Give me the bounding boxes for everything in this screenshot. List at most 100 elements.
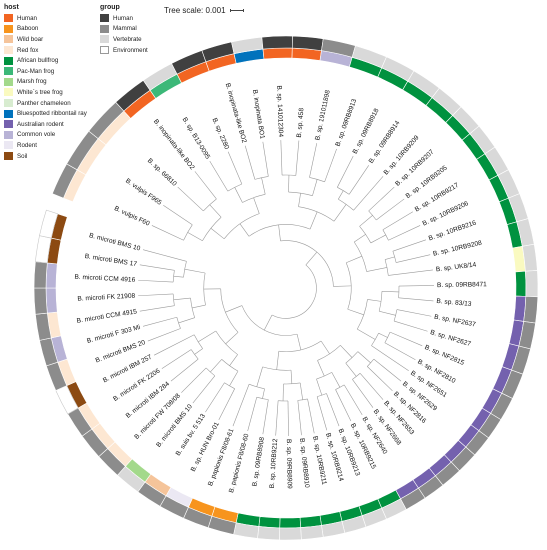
tip-label: B. microti FW 708/08 [133,392,182,441]
branch-arc [280,240,334,287]
tip-label: B. sp. 10RB9211 [311,436,327,486]
branch-segment [290,370,293,384]
branch-segment [187,232,203,241]
host-legend-swatch [4,14,13,23]
branch-segment [384,256,395,260]
branch-segment [312,179,318,196]
branch-segment [173,275,184,278]
branch-segment [382,211,414,231]
host-legend-label: Soil [17,152,28,160]
branch-segment [348,165,370,195]
branch-segment [142,249,187,262]
group-legend-label: Human [113,14,133,22]
branch-arc [172,270,175,283]
host-legend-item: Baboon [4,24,87,35]
host-ring-cell [262,47,293,60]
annotation-rings [33,35,539,541]
branch-arc [337,187,350,195]
branch-segment [178,317,195,324]
branch-segment [139,264,175,271]
group-legend-swatch [100,35,109,44]
tip-label: B. sp. 191011898 [314,89,332,141]
host-legend-swatch [4,88,13,97]
branch-segment [388,225,421,241]
branch-segment [280,140,283,176]
branch-segment [194,171,217,200]
tip-label: B. sp. 2280 [211,117,231,151]
group-legend-title: group [100,4,120,11]
branch-segment [210,359,222,373]
group-legend-swatch [100,14,109,23]
branch-arc [338,198,354,211]
branch-arc [202,216,222,241]
host-legend-label: Panther chameleon [17,99,71,107]
branch-arc [345,262,352,310]
branch-segment [359,215,373,227]
branch-segment [142,316,177,327]
host-legend-swatch [4,152,13,161]
branch-segment [305,251,318,266]
tip-label: B. sp. 141012304 [275,85,284,137]
branch-segment [210,228,225,240]
branch-segment [367,366,393,392]
tree-scale-bar [229,9,244,12]
host-legend-label: Bluespotted ribbontail ray [17,110,87,118]
host-legend-label: White´s tree frog [17,88,63,96]
branch-arc [297,398,308,401]
branch-segment [234,187,243,203]
tip-label: B. sp. 10RB9208 [432,240,482,258]
branch-segment [368,186,395,212]
branch-arc [256,396,269,400]
host-legend-label: Wild boar [17,35,44,43]
host-legend-swatch [4,130,13,139]
branch-segment [352,379,374,408]
host-legend-label: Baboon [17,25,39,33]
branch-arc [271,264,317,319]
host-legend-item: Marsh frog [4,77,87,88]
tip-label: B. sp. NF2637 [434,314,477,329]
branch-segment [192,304,206,309]
branch-segment [307,398,315,434]
branch-arc [227,183,242,192]
host-legend-item: Human [4,13,87,24]
group-legend-swatch [100,46,109,55]
branch-arc [241,305,298,336]
branch-segment [393,320,428,332]
branch-segment [278,224,281,241]
branch-arc [254,176,269,180]
branch-segment [354,234,366,243]
branch-arc [223,213,260,240]
host-legend-label: Pac-Man frog [17,67,55,75]
branch-segment [276,351,280,370]
branch-segment [253,197,260,214]
branch-segment [227,151,243,185]
tip-label: B. papionis F8/08-60 [228,433,251,494]
tip-label: B. microti BMS 17 [84,253,138,268]
branch-segment [138,279,174,283]
branch-segment [181,367,207,393]
host-ring-cell [515,270,527,297]
tree-scale-label: Tree scale: 0.001 [164,6,226,15]
tip-label: B. vulpis F965 [124,178,163,207]
branch-segment [347,308,364,316]
branch-arc [392,251,397,263]
branch-segment [335,389,352,422]
branch-arc [248,224,311,237]
group-legend-label: Mammal [113,25,137,33]
branch-arc [205,367,216,377]
tip-label: B. sp. 66810 [146,157,178,188]
host-legend-swatch [4,77,13,86]
group-legend-item: Human [100,13,148,24]
branch-segment [370,234,386,244]
group-legend-item: Vertebrate [100,34,148,45]
branch-segment [309,143,318,178]
branch-segment [229,370,239,387]
branch-segment [295,140,300,176]
branch-segment [381,291,399,293]
branch-segment [153,334,195,356]
branch-segment [298,193,301,207]
host-legend-item: Rodent [4,140,87,151]
branch-segment [398,285,434,287]
branch-arc [224,382,235,389]
host-legend-swatch [4,35,13,44]
